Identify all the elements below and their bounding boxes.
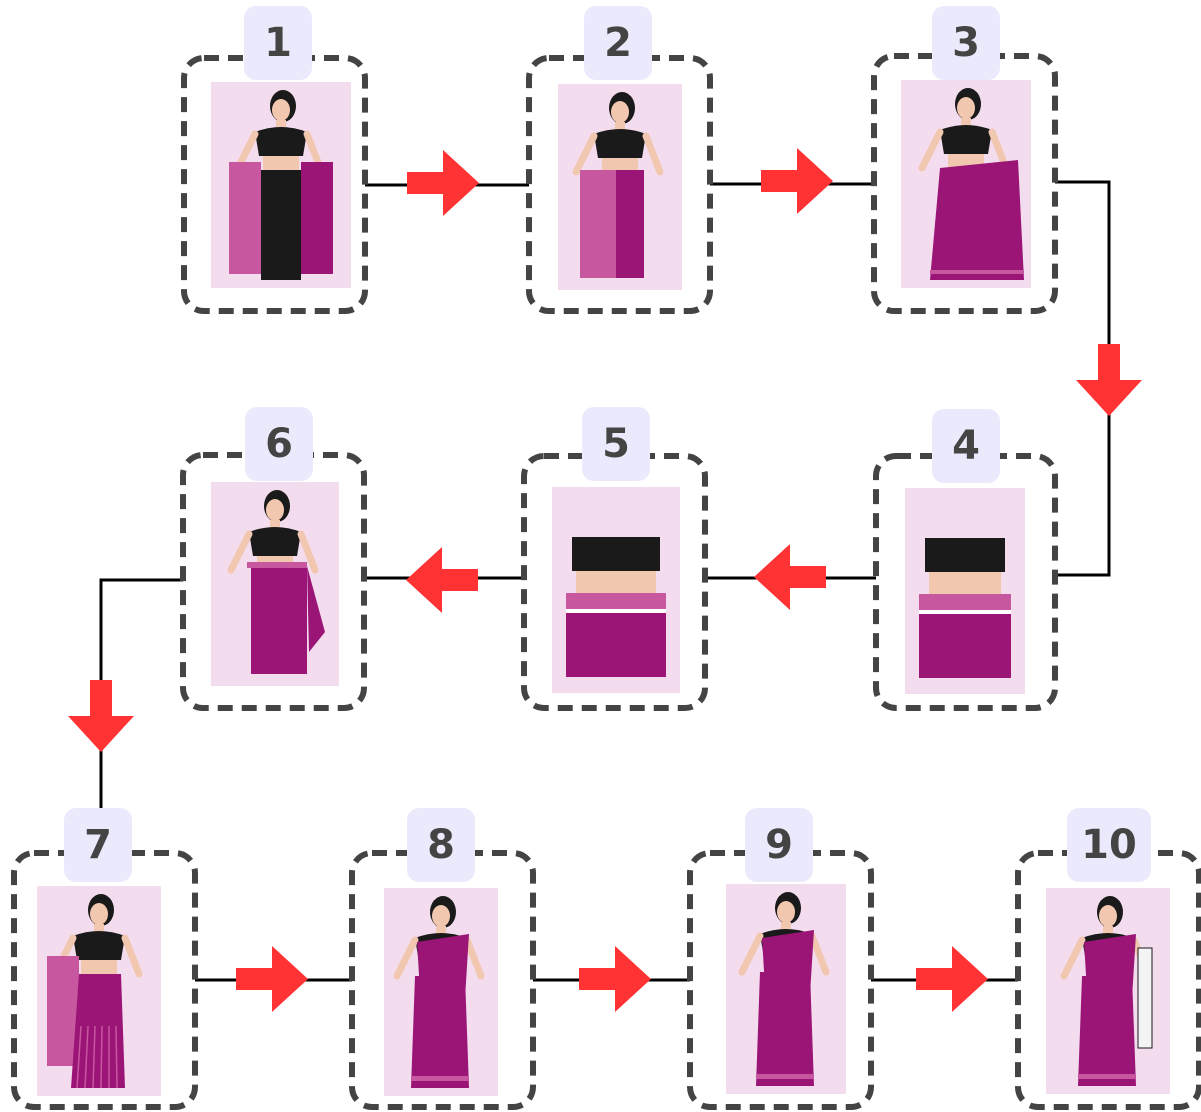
step-10: 10 (1015, 808, 1201, 1110)
step-frame (526, 55, 713, 314)
step-number: 1 (264, 20, 292, 66)
woman-holding-open-saree-icon (229, 90, 333, 280)
step-badge (932, 409, 1000, 483)
step-frame (180, 452, 367, 711)
woman-draping-pallu-icon (738, 892, 830, 1086)
step-badge (932, 6, 1000, 80)
step-number: 7 (84, 822, 112, 868)
step-number: 5 (602, 421, 630, 467)
woman-holding-pallu-icon (227, 490, 325, 674)
step-number: 8 (427, 822, 455, 868)
woman-wrapping-saree-icon (918, 88, 1024, 280)
flow-arrow-right-8 (579, 946, 651, 1012)
step-badge (584, 6, 652, 80)
flow-arrows (68, 148, 1142, 1012)
step-number: 2 (604, 20, 632, 66)
flow-arrow-right-1 (407, 150, 479, 216)
step-badge (64, 808, 132, 882)
step-1: 1 (181, 6, 368, 314)
step-4: 4 (873, 409, 1058, 711)
step-number: 9 (765, 822, 793, 868)
flow-arrow-left-5 (406, 547, 478, 613)
flow-arrow-left-4 (754, 544, 826, 610)
step-3: 3 (871, 6, 1058, 314)
step-badge (407, 808, 475, 882)
step-badge (1067, 808, 1151, 882)
woman-tucking-saree-icon (572, 92, 664, 278)
step-frame (181, 55, 368, 314)
step-frame (1015, 850, 1201, 1110)
flow-arrow-down-6 (68, 680, 134, 752)
woman-making-pleats-icon (47, 894, 143, 1089)
saree-pleats-waist-closeup-icon (919, 538, 1011, 678)
step-frame (349, 850, 536, 1110)
flow-arrow-down-3 (1076, 344, 1142, 416)
step-number: 3 (952, 20, 980, 66)
connector-line-6 (99, 578, 183, 853)
saree-tucked-waist-closeup-icon (566, 537, 666, 677)
step-number: 4 (952, 423, 980, 469)
step-frame (873, 453, 1058, 711)
step-frame (687, 850, 874, 1110)
step-frame (11, 850, 198, 1110)
step-5: 5 (521, 407, 708, 711)
steps-group: 1 2 3 4 5 6 7 8 9 10 (11, 6, 1201, 1110)
flow-arrow-right-9 (916, 946, 988, 1012)
flow-arrow-right-7 (236, 946, 308, 1012)
step-6: 6 (180, 407, 367, 711)
step-badge (244, 6, 312, 80)
step-frame (521, 453, 708, 711)
step-9: 9 (687, 808, 874, 1110)
step-frame (871, 53, 1058, 314)
step-badge (582, 407, 650, 481)
woman-fully-draped-saree-icon (1060, 896, 1153, 1086)
step-8: 8 (349, 808, 536, 1110)
step-7: 7 (11, 808, 198, 1110)
step-badge (245, 407, 313, 481)
step-number: 10 (1081, 822, 1137, 868)
flow-arrow-right-2 (761, 148, 833, 214)
step-badge (745, 808, 813, 882)
step-2: 2 (526, 6, 713, 314)
woman-folding-pallu-icon (393, 896, 485, 1088)
step-number: 6 (265, 421, 293, 467)
